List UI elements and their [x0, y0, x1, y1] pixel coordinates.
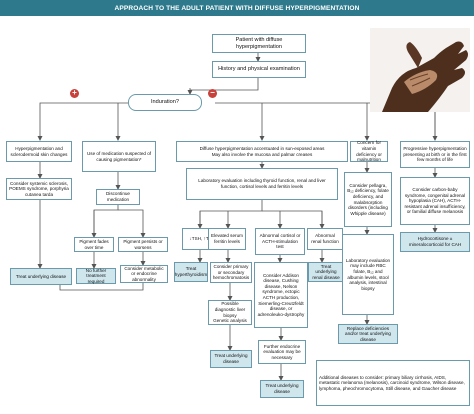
node-patient: Patient with diffuse hyperpigmentation	[212, 34, 306, 53]
node-treat-renal: Treat underlying renal disease	[308, 262, 344, 282]
node-persists: Pigment persists or worsens	[118, 237, 168, 252]
node-no-further: No further treatment required	[76, 268, 116, 284]
node-history: History and physical examination	[212, 61, 306, 78]
minus-icon: −	[208, 89, 217, 98]
node-additional: Additional diseases to consider: primary…	[316, 360, 470, 406]
node-renal: Abnormal renal function	[307, 228, 343, 250]
node-cortisol: Abnormal cortisol or ACTH-stimulation te…	[255, 228, 305, 255]
node-progressive: Progressive hyperpigmentation presenting…	[400, 141, 470, 168]
plus-icon: +	[70, 89, 79, 98]
node-systemic-scl: Consider systemic sclerosis, POEMS syndr…	[6, 178, 72, 200]
node-hemochromatosis: Consider primary or secondary hemochroma…	[210, 262, 252, 283]
node-replace: Replace deficiencies and/or treat underl…	[338, 324, 398, 344]
hand-photo	[370, 28, 470, 112]
node-sun-exposed: Diffuse hyperpigmentation accentuated in…	[176, 141, 348, 162]
node-medication: Use of medication suspected of causing p…	[82, 141, 156, 172]
node-treat-left: Treat underlying disease	[10, 268, 72, 285]
node-metabolic: Consider metabolic or endocrine abnormal…	[120, 265, 168, 283]
node-vitamin: Concern for vitamin deficiency or malnut…	[350, 140, 388, 162]
node-fades: Pigment fades over time	[74, 237, 114, 252]
node-treat-b1: Treat underlying disease	[210, 350, 252, 368]
node-vit-lab: Laboratory evaluation may include RBC fo…	[342, 234, 394, 315]
node-treat-b2: Treat underlying disease	[260, 380, 304, 398]
node-discontinue: Discontinue medication	[96, 189, 140, 205]
node-pellagra: Consider pellagra, B₁₂ deficiency, folat…	[344, 172, 392, 227]
node-lab-eval: Laboratory evaluation including thyroid …	[186, 168, 338, 200]
node-hydrocortisone: Hydrocortisone ± mineralocorticoid for C…	[400, 232, 470, 252]
node-ferritin: Elevated serum ferritin levels	[208, 228, 246, 250]
diagram-title: APPROACH TO THE ADULT PATIENT WITH DIFFU…	[0, 0, 474, 16]
node-sclero: Hyperpigmentation and sclerodermoid skin…	[6, 141, 72, 162]
node-induration: Induration?	[128, 94, 202, 111]
node-cah: Consider carbon-baby syndrome, congenita…	[400, 177, 470, 225]
node-endocrine-eval: Further endocrine evaluation may be nece…	[258, 340, 306, 364]
node-addison: Consider Addison disease, Cushing diseas…	[254, 262, 308, 328]
node-hyperthyroid: Treat hyperthyroidism	[174, 262, 208, 282]
